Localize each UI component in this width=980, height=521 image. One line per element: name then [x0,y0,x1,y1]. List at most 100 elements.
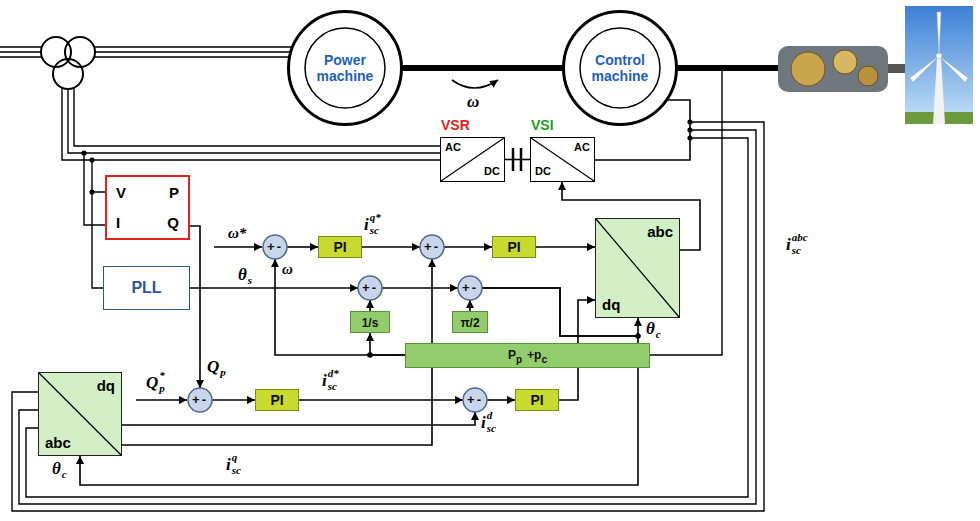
signal-name: c [656,329,661,340]
grid-line [0,47,42,57]
block-label: p [516,354,522,365]
current-sensor-wire [12,122,764,511]
stator-ring [289,12,402,125]
signal-line [212,399,255,401]
transformer-winding [41,37,71,67]
sign-symbol: + [467,393,475,406]
reference-input [214,246,262,248]
signal-line [382,287,458,289]
signal-name: θ [238,266,247,283]
sign-symbol: + [424,240,432,253]
signal-name: ω* [228,226,246,241]
rotor-ring [305,28,385,108]
summing-junction: +- [357,275,383,301]
text-holder: PI [507,238,520,256]
text-holder: PI [333,238,346,256]
pi-controller: PI [515,389,559,411]
signal-name: ω [467,93,479,110]
gearbox-shaft [888,64,905,73]
junction-dot [89,189,94,194]
machine-circle: Control machine [562,10,678,126]
sign-symbol: + [267,240,275,253]
sign-symbol: - [434,240,438,253]
summing-junction: +- [419,234,445,260]
signal-name: Q [207,358,219,375]
summing-junction: +- [262,234,288,260]
power-meter: VPIQ [105,175,190,240]
diagonal-divider [531,138,594,181]
signal-line [487,399,515,401]
converter-label: AC [574,142,590,153]
junction-dot [81,150,86,155]
signal-name: Q [146,374,158,391]
shaft-line [678,65,778,71]
junction-ring [420,235,444,259]
block-label: PI [270,392,283,408]
machine-name: Control machine [580,52,660,84]
transform-block: dqabc [38,372,122,456]
signal-line [190,287,358,289]
rotor-ring [580,28,660,108]
signal-name: sc [792,245,801,256]
signal-line [190,226,200,388]
signal-name: sc [487,423,496,434]
signal-name: θ [646,320,655,337]
diagonal-divider [441,138,504,181]
block-label: PI [530,392,543,408]
junction-circle [457,275,483,301]
junction-ring [358,276,382,300]
converter-name: VSR [441,118,470,132]
meter-signal: P [169,185,179,200]
frame-label: dq [602,297,620,312]
block-label: P [508,348,516,362]
signal-line [469,300,471,311]
junction-circle [419,234,445,260]
gearbox-picture [778,46,905,92]
sign-symbol: - [277,240,281,253]
rotation-arrow [452,80,498,88]
pi-controller: PI [255,389,299,411]
signal-name: abc [792,232,808,243]
function-block: π/2 [452,311,488,333]
signal-name: p [159,383,165,394]
gear [791,52,825,86]
converter-box: VSIACDC [530,137,595,182]
signal-name: θ [52,460,61,477]
wind-turbine-picture [905,6,973,124]
function-block: 1/s [350,311,390,333]
sign-symbol: - [372,281,376,294]
signal-line [275,259,405,355]
sign-symbol: + [192,393,200,406]
junction-ring [263,235,287,259]
signal-name: d* [328,368,339,379]
junction-ring [463,388,487,412]
junction-circle [187,387,213,413]
stator-wire [94,47,292,57]
sign-symbol: + [462,281,470,294]
frame-label: dq [97,378,115,393]
signal-name: sc [370,225,379,236]
text-holder: Power machine [305,52,385,84]
signal-line [80,288,638,485]
signal-name: i [226,456,231,473]
signal-name: sc [232,465,241,476]
converter-label: AC [445,142,461,153]
block-label: PLL [131,279,161,296]
signal-name: sc [328,381,337,392]
sign-symbol: + [362,281,370,294]
stator-ring [564,12,677,125]
summing-junction: +- [187,387,213,413]
signal-name: c [62,469,67,480]
pi-controller: PI [492,236,536,258]
converter-box: VSRACDC [440,137,505,182]
junction-dot [89,157,94,162]
signal-name: * [159,370,165,381]
junction-circle [357,275,383,301]
block-label: PI [507,239,520,255]
junction-dot [719,65,725,71]
text-holder: Control machine [580,52,660,84]
current-sensor-wire [26,138,748,497]
signal-name: p [220,367,226,378]
function-block: Pp+pc [405,343,650,368]
